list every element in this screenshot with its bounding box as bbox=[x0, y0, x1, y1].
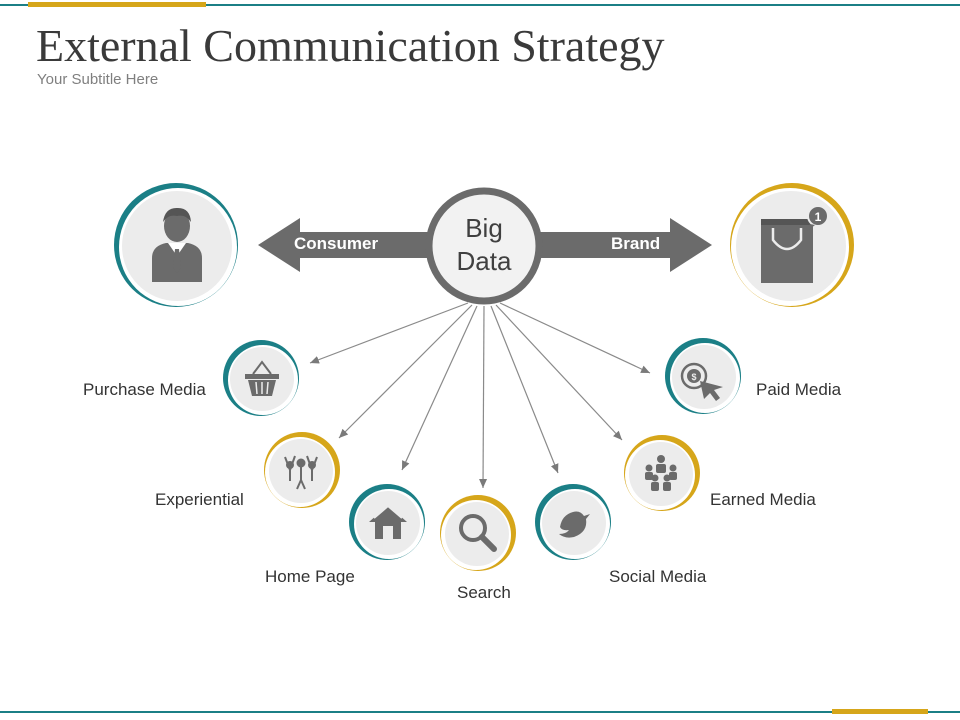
paid-media-label: Paid Media bbox=[756, 380, 842, 399]
connector-paid-media bbox=[499, 302, 651, 374]
brand-arrow-label: Brand bbox=[611, 234, 661, 253]
connector-arrows bbox=[309, 302, 651, 489]
person-icon bbox=[152, 207, 202, 282]
bottom-accent-bar bbox=[832, 709, 928, 714]
shopping-bag-icon bbox=[761, 205, 829, 283]
connector-purchase-media bbox=[309, 302, 469, 364]
connector-earned-media bbox=[495, 304, 623, 441]
page-subtitle: Your Subtitle Here bbox=[37, 71, 159, 88]
connector-social-media bbox=[490, 305, 559, 474]
consumer-circle bbox=[114, 183, 238, 307]
social-media-label: Social Media bbox=[609, 567, 707, 586]
big-data-line1: Big bbox=[465, 213, 503, 243]
consumer-arrow-label: Consumer bbox=[294, 234, 379, 253]
crowd-icon bbox=[284, 455, 318, 490]
consumer-arrow bbox=[258, 218, 440, 272]
big-data-line2: Data bbox=[456, 246, 512, 276]
brand-arrow bbox=[530, 218, 712, 272]
basket-icon bbox=[245, 360, 279, 396]
social-media-circle bbox=[535, 484, 611, 560]
experiential-circle bbox=[264, 432, 340, 508]
home-page-circle bbox=[349, 484, 425, 560]
experiential-label: Experiential bbox=[155, 490, 244, 509]
purchase-media-circle bbox=[223, 340, 299, 416]
magnifier-icon bbox=[459, 514, 497, 552]
earned-media-circle bbox=[624, 435, 700, 511]
pay-per-click-icon: $ bbox=[680, 362, 723, 401]
page-title: External Communication Strategy bbox=[36, 20, 665, 71]
big-data-label: Big Data bbox=[432, 212, 536, 278]
bottom-rule bbox=[0, 711, 960, 713]
big-data-circle bbox=[425, 187, 543, 305]
connector-experiential bbox=[338, 304, 473, 439]
search-label: Search bbox=[457, 583, 511, 602]
home-icon bbox=[369, 504, 407, 539]
bird-icon bbox=[559, 511, 590, 538]
earned-media-label: Earned Media bbox=[710, 490, 816, 509]
notification-badge: 1 bbox=[815, 210, 822, 224]
search-circle bbox=[440, 495, 516, 571]
paid-media-circle: $ bbox=[665, 338, 741, 414]
group-icon bbox=[645, 455, 677, 491]
top-rule bbox=[0, 4, 960, 6]
connector-search bbox=[479, 305, 488, 489]
connector-home-page bbox=[401, 305, 478, 471]
top-accent-bar bbox=[28, 2, 206, 7]
svg-text:$: $ bbox=[691, 372, 696, 382]
purchase-media-label: Purchase Media bbox=[83, 380, 206, 399]
home-page-label: Home Page bbox=[265, 567, 355, 586]
brand-circle: 1 bbox=[730, 183, 854, 307]
